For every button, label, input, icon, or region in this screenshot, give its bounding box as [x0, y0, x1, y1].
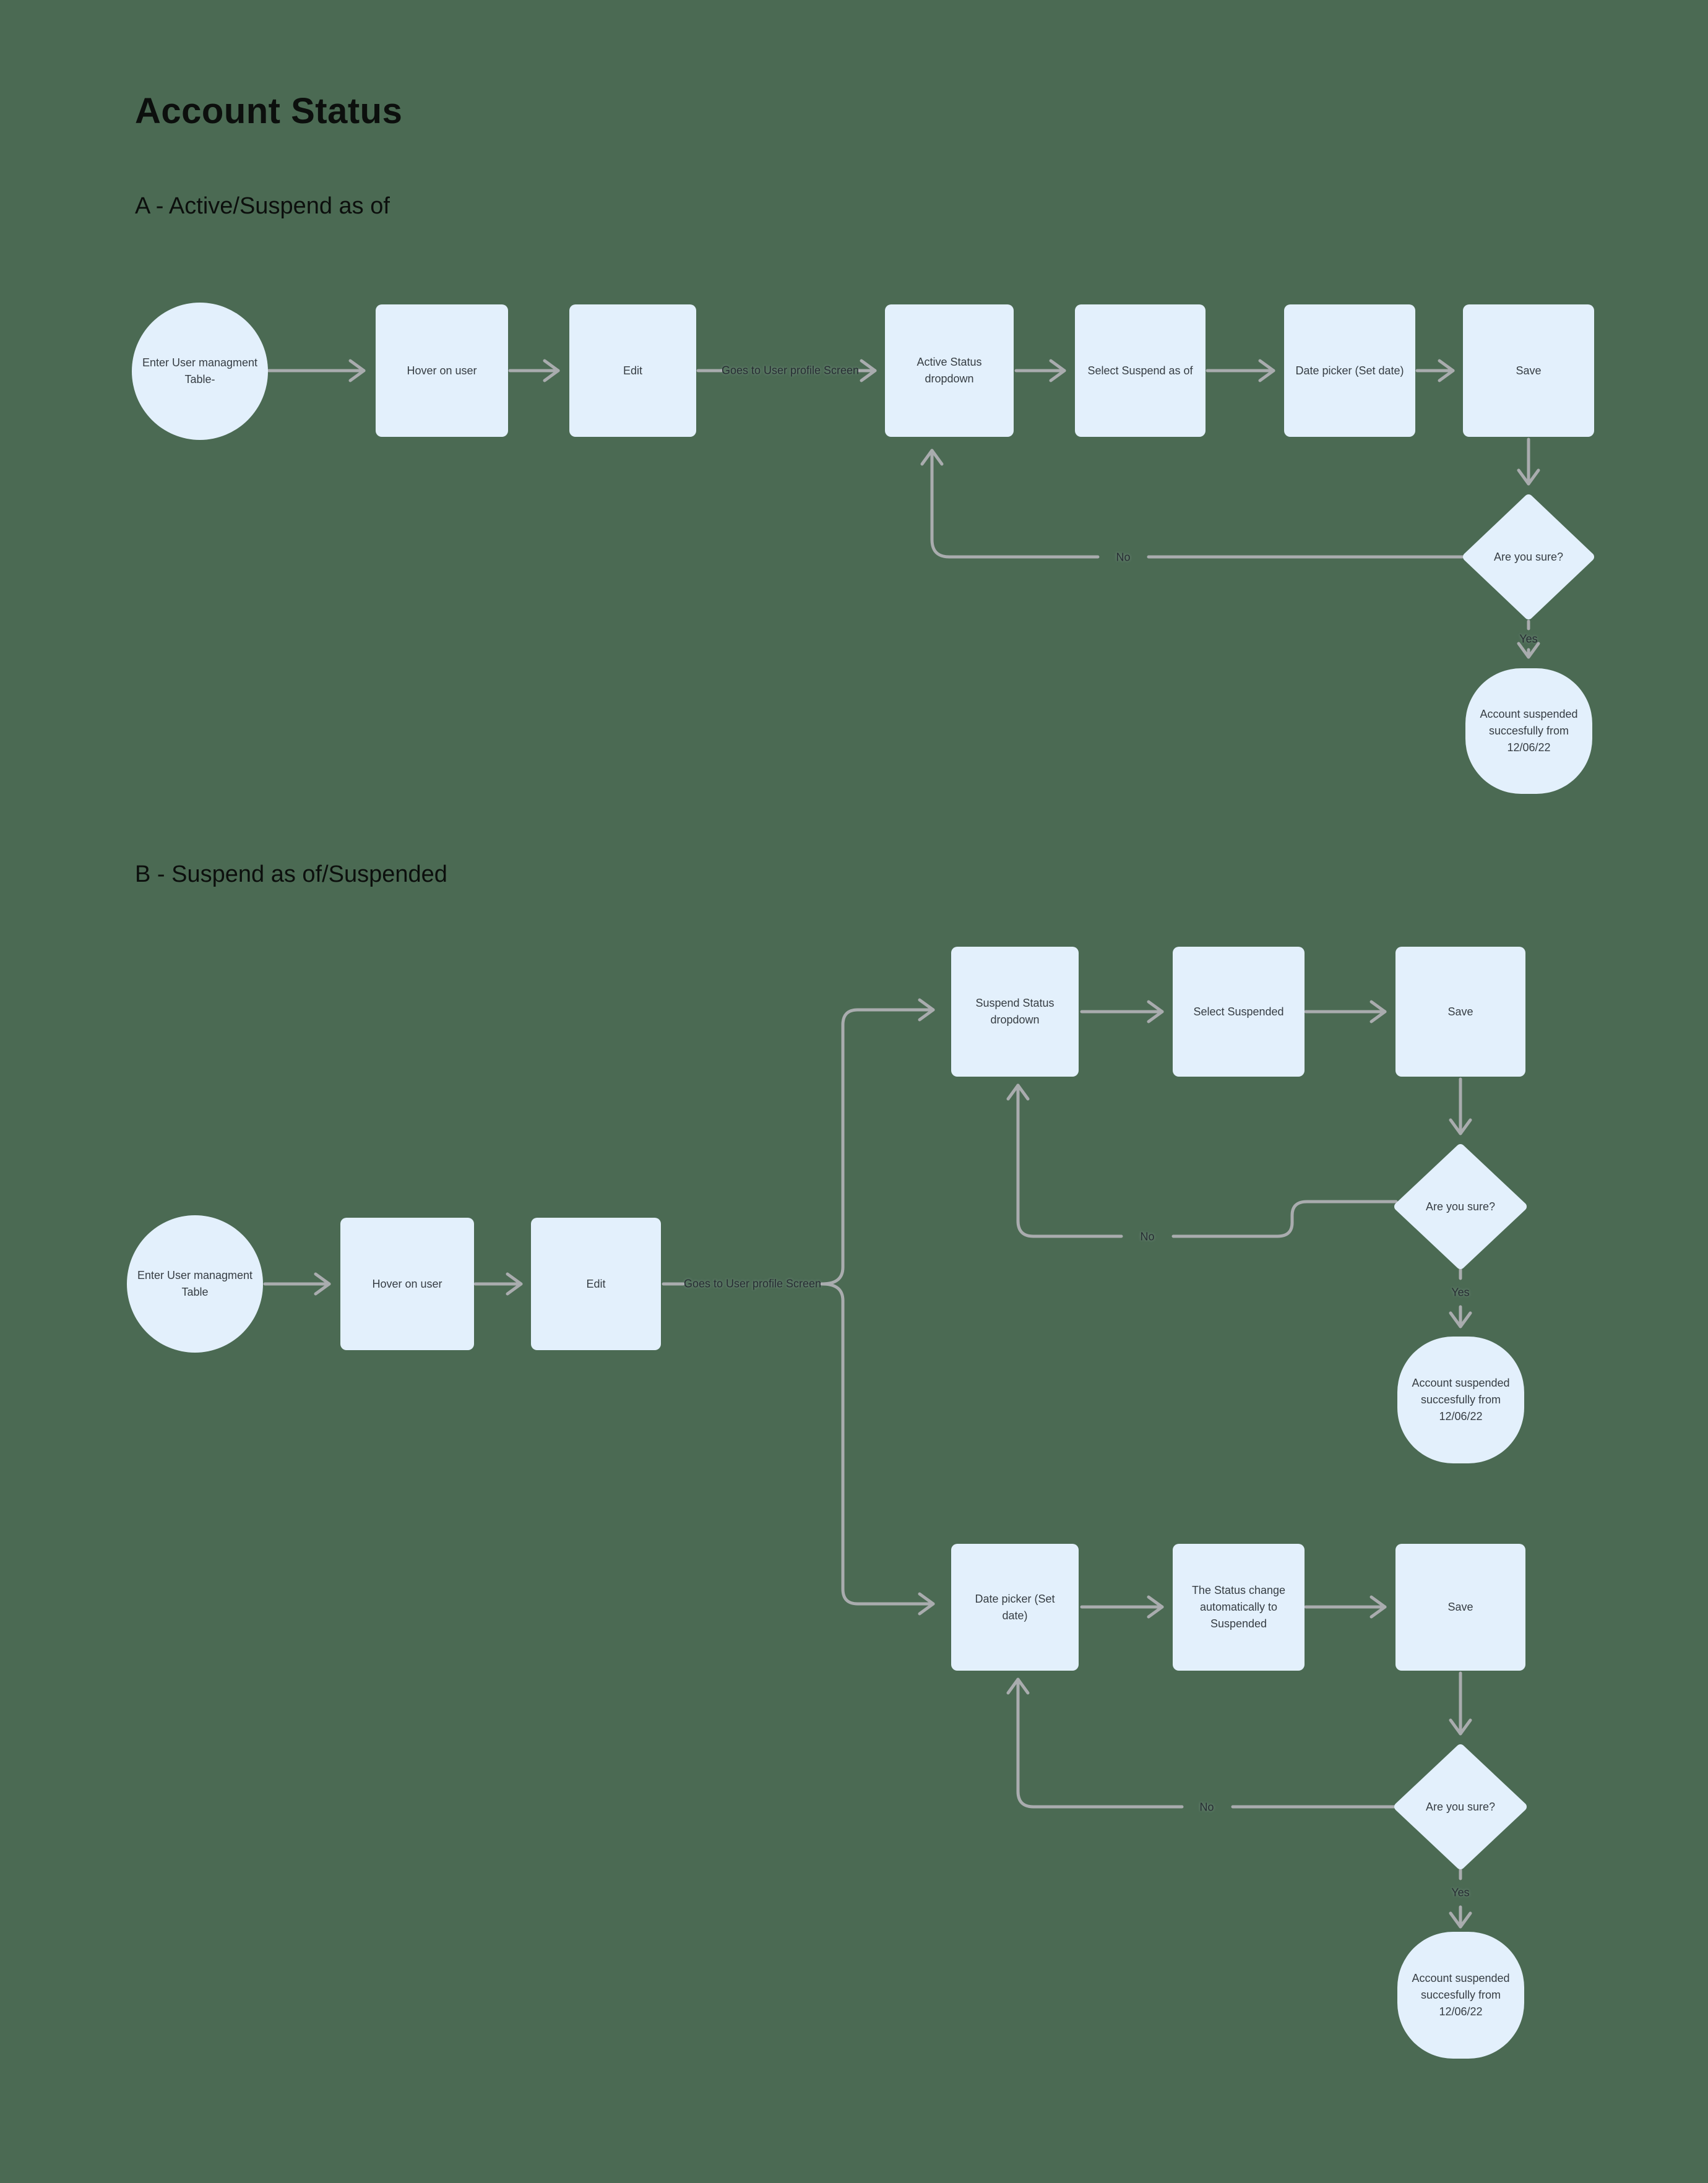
node-b-hover-on-user[interactable]: Hover on user — [340, 1218, 474, 1350]
node-b-edit[interactable]: Edit — [531, 1218, 661, 1350]
node-b-date-picker[interactable]: Date picker (Set date) — [951, 1544, 1079, 1671]
node-a-hover-on-user[interactable]: Hover on user — [376, 304, 508, 437]
decision-a-shape[interactable] — [1463, 494, 1594, 619]
node-b-upper-terminal[interactable]: Account suspended succesfully from 12/06… — [1397, 1337, 1524, 1463]
edge-a-no-left — [920, 449, 1100, 559]
decision-b-upper-shape[interactable] — [1394, 1144, 1527, 1269]
node-b-status-change-auto[interactable]: The Status change automatically to Suspe… — [1173, 1544, 1305, 1671]
edge-label-b-lower-no: No — [1199, 1801, 1214, 1814]
edge-b-branch-down — [820, 1282, 935, 1616]
section-b-heading: B - Suspend as of/Suspended — [135, 861, 447, 887]
edge-label-b-upper-yes: Yes — [1451, 1286, 1470, 1299]
node-b-select-suspended[interactable]: Select Suspended — [1173, 947, 1305, 1077]
edge-b1-no-right — [1171, 1200, 1398, 1238]
node-a-save[interactable]: Save — [1463, 304, 1594, 437]
node-a-start[interactable]: Enter User managment Table- — [132, 303, 268, 440]
node-a-date-picker[interactable]: Date picker (Set date) — [1284, 304, 1415, 437]
edge-b-branch-up — [820, 998, 935, 1286]
node-b-suspend-status-dropdown[interactable]: Suspend Status dropdown — [951, 947, 1079, 1077]
node-b-upper-save[interactable]: Save — [1395, 947, 1525, 1077]
edge-b1-no-left — [1006, 1083, 1123, 1238]
node-a-active-status-dropdown[interactable]: Active Status dropdown — [885, 304, 1014, 437]
node-a-terminal[interactable]: Account suspended succesfully from 12/06… — [1465, 668, 1592, 794]
decision-b-upper-label: Are you sure? — [1425, 1200, 1496, 1213]
edge-label-b-goes-to-profile: Goes to User profile Screen — [683, 1277, 822, 1290]
edge-label-b-upper-no: No — [1140, 1230, 1155, 1243]
page-title: Account Status — [135, 91, 403, 131]
decision-b-lower-label: Are you sure? — [1425, 1800, 1496, 1813]
edge-label-a-yes: Yes — [1519, 632, 1538, 645]
node-b-start[interactable]: Enter User managment Table — [127, 1215, 263, 1353]
decision-b-lower-shape[interactable] — [1394, 1744, 1527, 1869]
edge-label-a-no: No — [1116, 551, 1131, 564]
node-a-edit[interactable]: Edit — [569, 304, 696, 437]
edge-label-b-lower-yes: Yes — [1451, 1886, 1470, 1899]
node-a-select-suspend-as-of[interactable]: Select Suspend as of — [1075, 304, 1206, 437]
edge-label-a-goes-to-profile: Goes to User profile Screen — [721, 364, 860, 377]
decision-a-label: Are you sure? — [1493, 550, 1564, 563]
node-b-lower-save[interactable]: Save — [1395, 1544, 1525, 1671]
node-b-lower-terminal[interactable]: Account suspended succesfully from 12/06… — [1397, 1932, 1524, 2059]
edge-b2-no-left — [1006, 1677, 1184, 1809]
section-a-heading: A - Active/Suspend as of — [135, 193, 390, 219]
